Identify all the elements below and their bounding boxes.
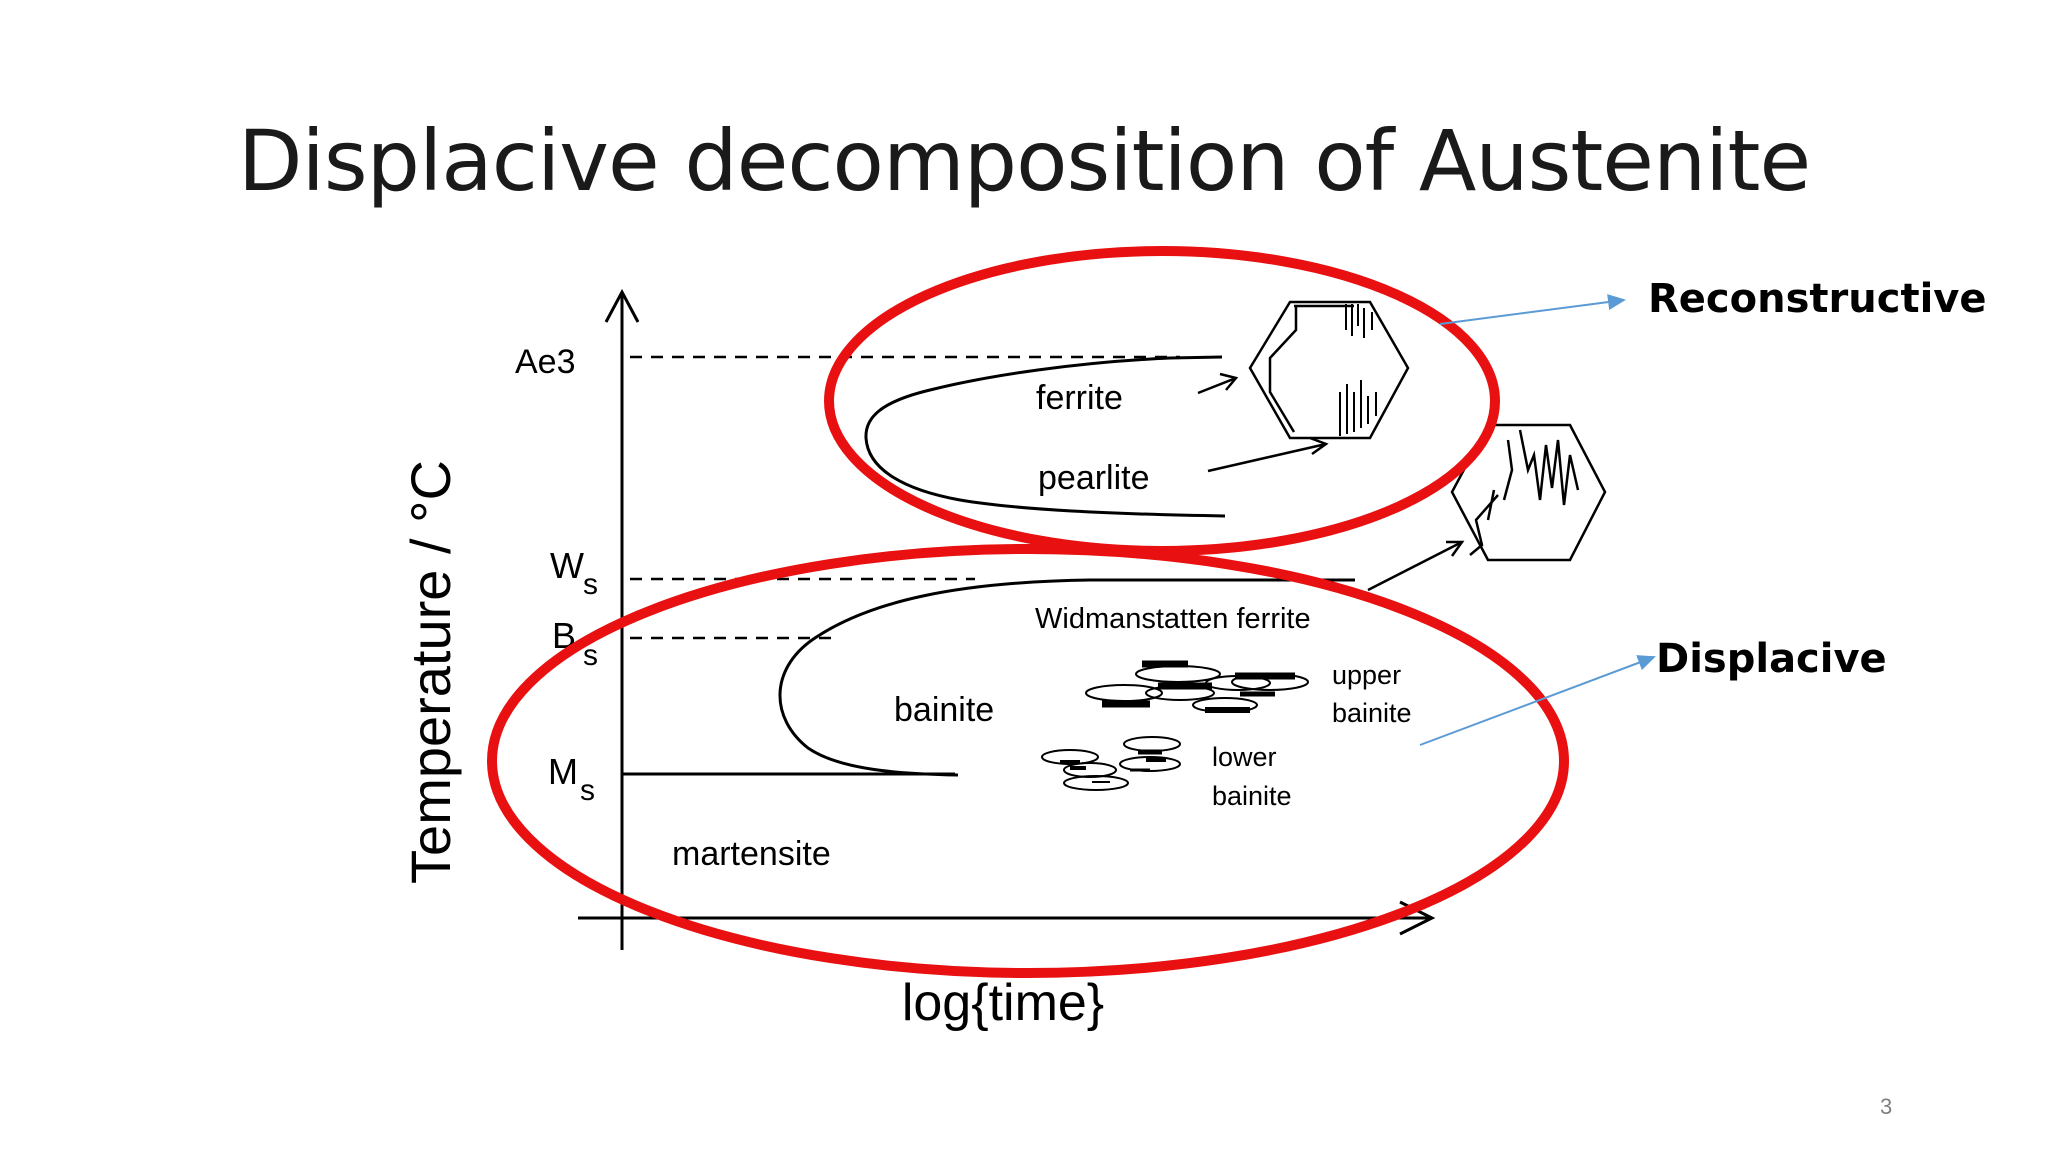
ferrite-grain-sketch	[1248, 300, 1410, 440]
martensite-label: martensite	[672, 835, 831, 873]
ws-subscript: s	[583, 568, 598, 601]
displacive-label: Displacive	[1656, 636, 1887, 682]
ferrite-arrow	[1197, 372, 1239, 395]
reconstructive-label: Reconstructive	[1648, 276, 1986, 322]
slide-title: Displacive decomposition of Austenite	[237, 112, 1811, 210]
pearlite-label: pearlite	[1038, 459, 1150, 497]
ae3-label: Ae3	[515, 343, 576, 381]
y-axis-arrow	[604, 288, 640, 323]
ms-subscript: s	[580, 774, 595, 807]
bainite-label: bainite	[894, 691, 994, 729]
lower-bainite-sketch	[1041, 736, 1181, 791]
widmanstatten-arrow	[1367, 540, 1465, 592]
displacive-ellipse	[487, 544, 1569, 978]
page-number: 3	[1880, 1094, 1893, 1119]
upper-bainite-label-1: upper	[1332, 660, 1401, 690]
pearlite-grain-sketch	[1450, 423, 1607, 562]
ferrite-label: ferrite	[1036, 379, 1123, 417]
y-axis-label: Temperature / °C	[399, 460, 462, 884]
x-axis-label: log{time}	[902, 974, 1104, 1032]
bs-subscript: s	[583, 639, 598, 672]
ms-label: M	[548, 751, 578, 792]
reconstructive-ellipse	[824, 246, 1500, 556]
lower-bainite-label-1: lower	[1212, 742, 1277, 772]
ferrite-pearlite-c-curve	[864, 355, 1226, 518]
ws-label: W	[550, 545, 584, 586]
pearlite-arrow	[1207, 436, 1329, 473]
reconstructive-callout-arrow	[1439, 294, 1626, 325]
upper-bainite-label-2: bainite	[1332, 698, 1412, 728]
bainite-c-curve	[778, 578, 1355, 777]
widmanstatten-label: Widmanstatten ferrite	[1035, 603, 1311, 635]
displacive-callout-arrow	[1419, 655, 1656, 746]
lower-bainite-label-2: bainite	[1212, 781, 1292, 811]
upper-bainite-sketch	[1085, 660, 1309, 713]
